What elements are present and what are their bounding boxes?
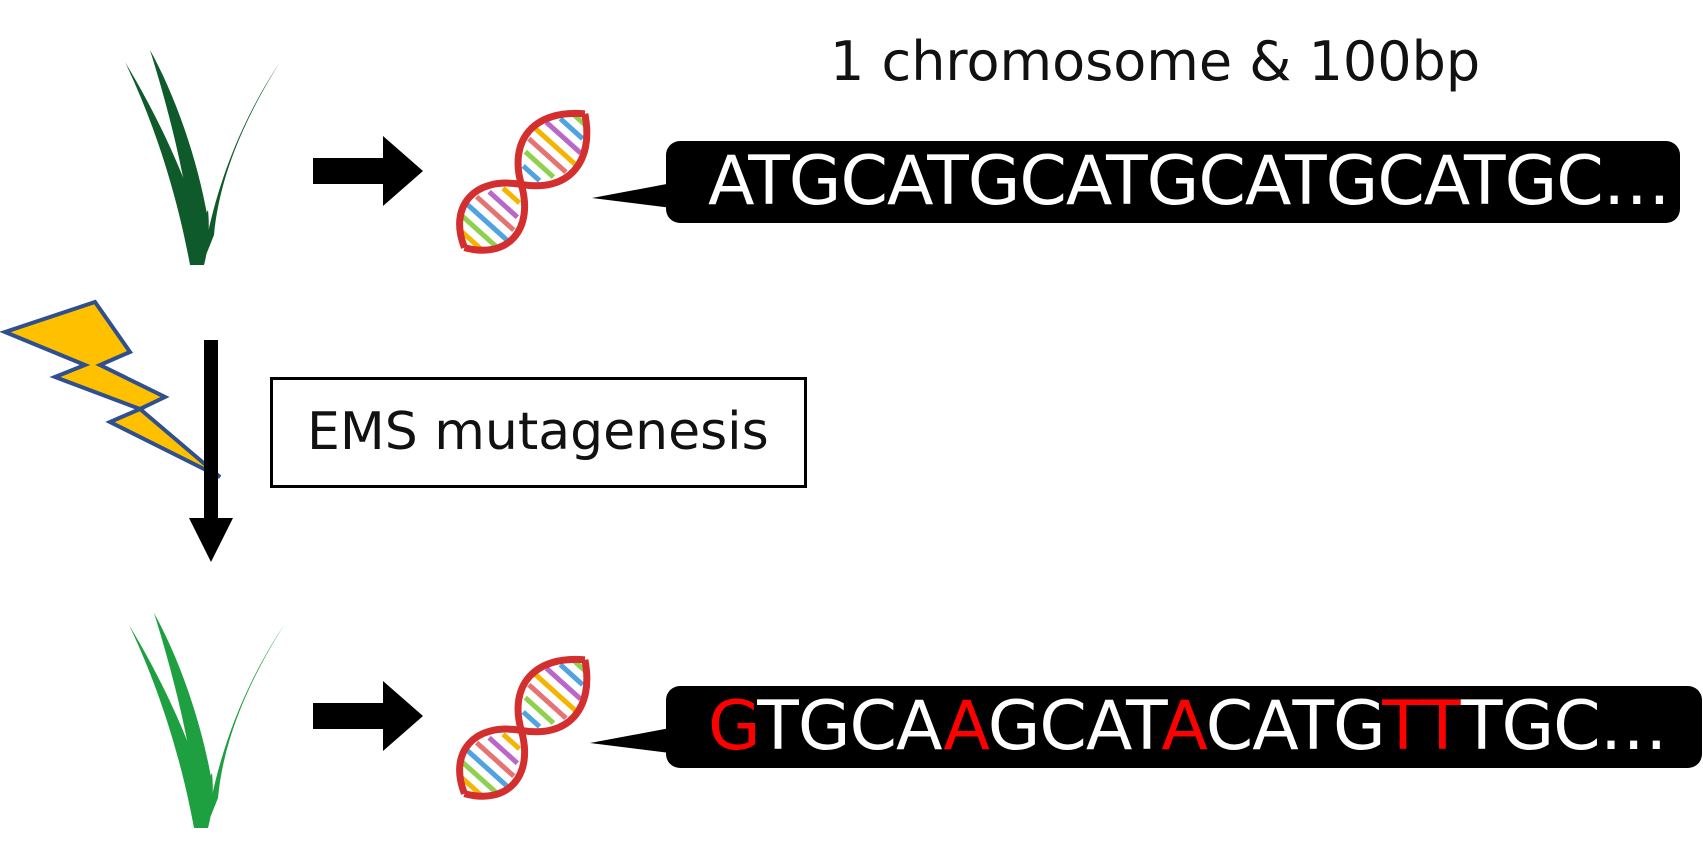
mutant-sequence-box: GTGCAAGCATACATGTTTGC… [666, 686, 1702, 768]
chromosome-label: 1 chromosome & 100bp [830, 30, 1481, 93]
mutant-seq-segment: TGC… [1460, 687, 1668, 766]
mutant-seq-segment: TGCA [757, 687, 944, 766]
wild-plant-icon [125, 50, 280, 265]
top-callout-pointer [592, 183, 672, 208]
mutant-seq-segment: CATG [1205, 687, 1384, 766]
mutant-seq-segment: TT [1382, 687, 1462, 766]
mutant-plant-icon [129, 613, 284, 828]
bottom-dna-icon [456, 655, 591, 800]
bottom-arrow-icon [313, 681, 423, 751]
original-sequence-box: ATGCATGCATGCATGCATGC… [666, 141, 1680, 223]
mutant-seq-segment: GCAT [987, 687, 1163, 766]
bottom-callout-pointer [590, 728, 670, 753]
mutant-seq-segment: A [1161, 687, 1206, 766]
top-dna-icon [456, 109, 591, 254]
lightning-icon [0, 299, 222, 479]
original-sequence: ATGCATGCATGCATGCATGC… [708, 142, 1671, 221]
ems-mutagenesis-label: EMS mutagenesis [270, 377, 807, 488]
mutant-sequence: GTGCAAGCATACATGTTTGC… [708, 686, 1702, 768]
mutant-seq-segment: G [708, 687, 758, 766]
down-arrow-icon [189, 340, 233, 562]
top-arrow-icon [313, 136, 423, 206]
mutant-seq-segment: A [943, 687, 988, 766]
